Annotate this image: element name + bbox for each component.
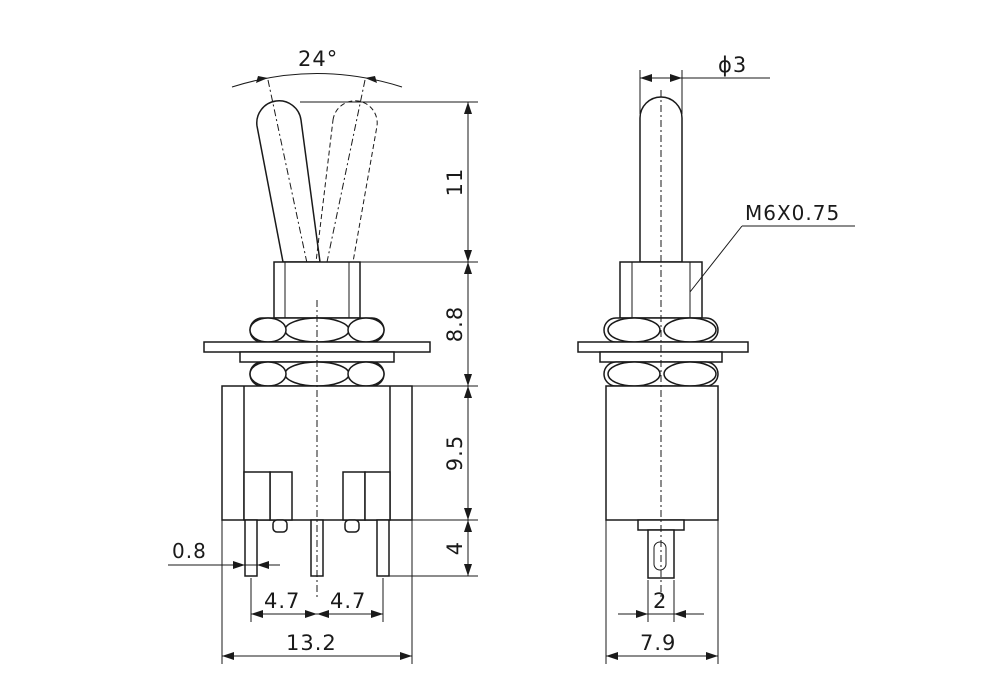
bushing: [273, 261, 361, 319]
terminals: [244, 519, 390, 577]
front-lever: [639, 96, 683, 263]
dim-terminal-thickness: 0.8: [172, 539, 207, 563]
dim-lever-diameter: ϕ3: [718, 53, 747, 77]
dim-pitch-left: 4.7: [264, 589, 300, 613]
side-view: 24°: [168, 47, 478, 664]
dim-body-width: 13.2: [286, 631, 337, 655]
dim-bushing-height: 8.8: [443, 306, 467, 342]
lever-right: [315, 100, 378, 263]
front-view: ϕ3 M6X0.75: [577, 53, 855, 664]
dim-lever-height: 11: [443, 168, 467, 197]
dim-front-body-width: 7.9: [640, 631, 676, 655]
dim-pitch-right: 4.7: [330, 589, 366, 613]
dim-lever-angle: 24°: [298, 47, 338, 71]
dim-terminal-length: 4: [443, 541, 467, 555]
front-mounting-plate: [577, 341, 749, 353]
angle-arc: [231, 73, 403, 88]
front-upper-nut: [603, 317, 719, 343]
dim-body-height: 9.5: [443, 435, 467, 471]
lever-left: [256, 100, 321, 263]
front-lower-nut: [603, 361, 719, 387]
front-body: [605, 385, 719, 521]
dim-terminal-width: 2: [653, 589, 667, 613]
dim-thread: M6X0.75: [745, 201, 840, 225]
